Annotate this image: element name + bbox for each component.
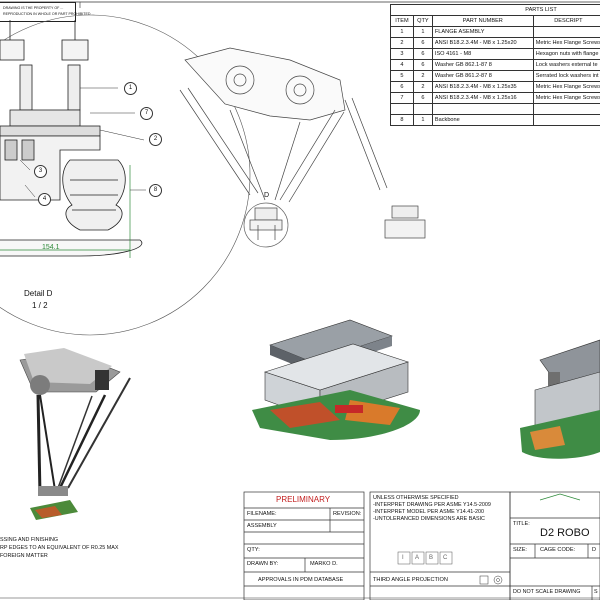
notice-line-2: REPRODUCTION IN WHOLE OR PART PROHIBITED… [3,12,95,16]
robot-render [19,348,131,520]
datum-4: C [443,555,448,561]
balloon-7: 7 [140,107,153,120]
balloon-1: 1 [124,82,137,95]
title-label: TITLE: [513,521,530,527]
approvals-text: APPROVALS IN PDM DATABASE [258,577,344,583]
dimension-154 [0,165,131,258]
sheet-prefix: S [594,589,598,595]
notes-line-2: RP EDGES TO AN EQUIVALENT OF R0.25 MAX [0,545,119,551]
filename-label: FILENAME: [247,511,277,517]
cage-code-label: CAGE CODE: [540,547,576,553]
balloon-4: 4 [38,193,51,206]
projection-symbol [479,575,503,585]
parts-cell-qty: 1 [412,114,433,126]
size-label: SIZE: [513,547,527,553]
datum-boxes [397,551,453,565]
qty-label: QTY: [247,547,260,553]
notice-line-1: DRAWING IS THE PROPERTY OF ... [3,6,64,10]
balloon-8: 8 [149,184,162,197]
effector-render-center [252,319,420,440]
drawn-by-label: DRAWN BY: [247,561,279,567]
revision-label: REVISION: [333,511,362,517]
robot-line-view [179,47,426,248]
parts-cell-desc [532,114,600,126]
drawn-by-value: MARKO D. [310,561,338,567]
effector-render-right [520,339,600,459]
spec-line-3: -INTERPRET MODEL PER ASME Y14.41-200 [373,509,485,515]
detail-label: Detail D [24,289,53,298]
datum-1: I [402,555,404,561]
view-marker: D [264,192,270,199]
dimension-value: 154.1 [42,244,60,251]
spec-line-2: -INTERPRET DRAWING PER ASME Y14.5-2009 [373,502,491,508]
filename-value: ASSEMBLY [247,523,277,529]
parts-list-header-row: ITEM QTY PART NUMBER DESCRIPT [390,15,600,27]
notes-line-3: FOREIGN MATTER [0,553,48,559]
proprietary-notice: DRAWING IS THE PROPERTY OF ... REPRODUCT… [0,2,94,22]
datum-2: A [415,555,420,561]
balloon-3: 3 [34,165,47,178]
balloon-leaders [19,87,146,198]
datum-3: B [429,555,434,561]
preliminary-status: PRELIMINARY [276,495,331,504]
notes-line-1: SSING AND FINISHING [0,537,59,543]
detail-assembly [0,20,143,257]
spec-line-4: -UNTOLERANCED DIMENSIONS ARE BASIC [373,516,485,522]
do-not-scale: DO NOT SCALE DRAWING [513,589,581,595]
detail-circle [0,14,251,336]
title-value: D2 ROBO [540,527,590,539]
dwg-prefix: D [592,547,597,553]
parts-list-table: PARTS LIST ITEM QTY PART NUMBER DESCRIPT… [390,4,600,126]
balloon-2: 2 [149,133,162,146]
detail-scale: 1 / 2 [32,301,48,310]
title-block-frame [243,491,600,600]
spec-line-1: UNLESS OTHERWISE SPECIFIED [373,495,459,501]
projection-text: THIRD ANGLE PROJECTION [373,577,448,583]
